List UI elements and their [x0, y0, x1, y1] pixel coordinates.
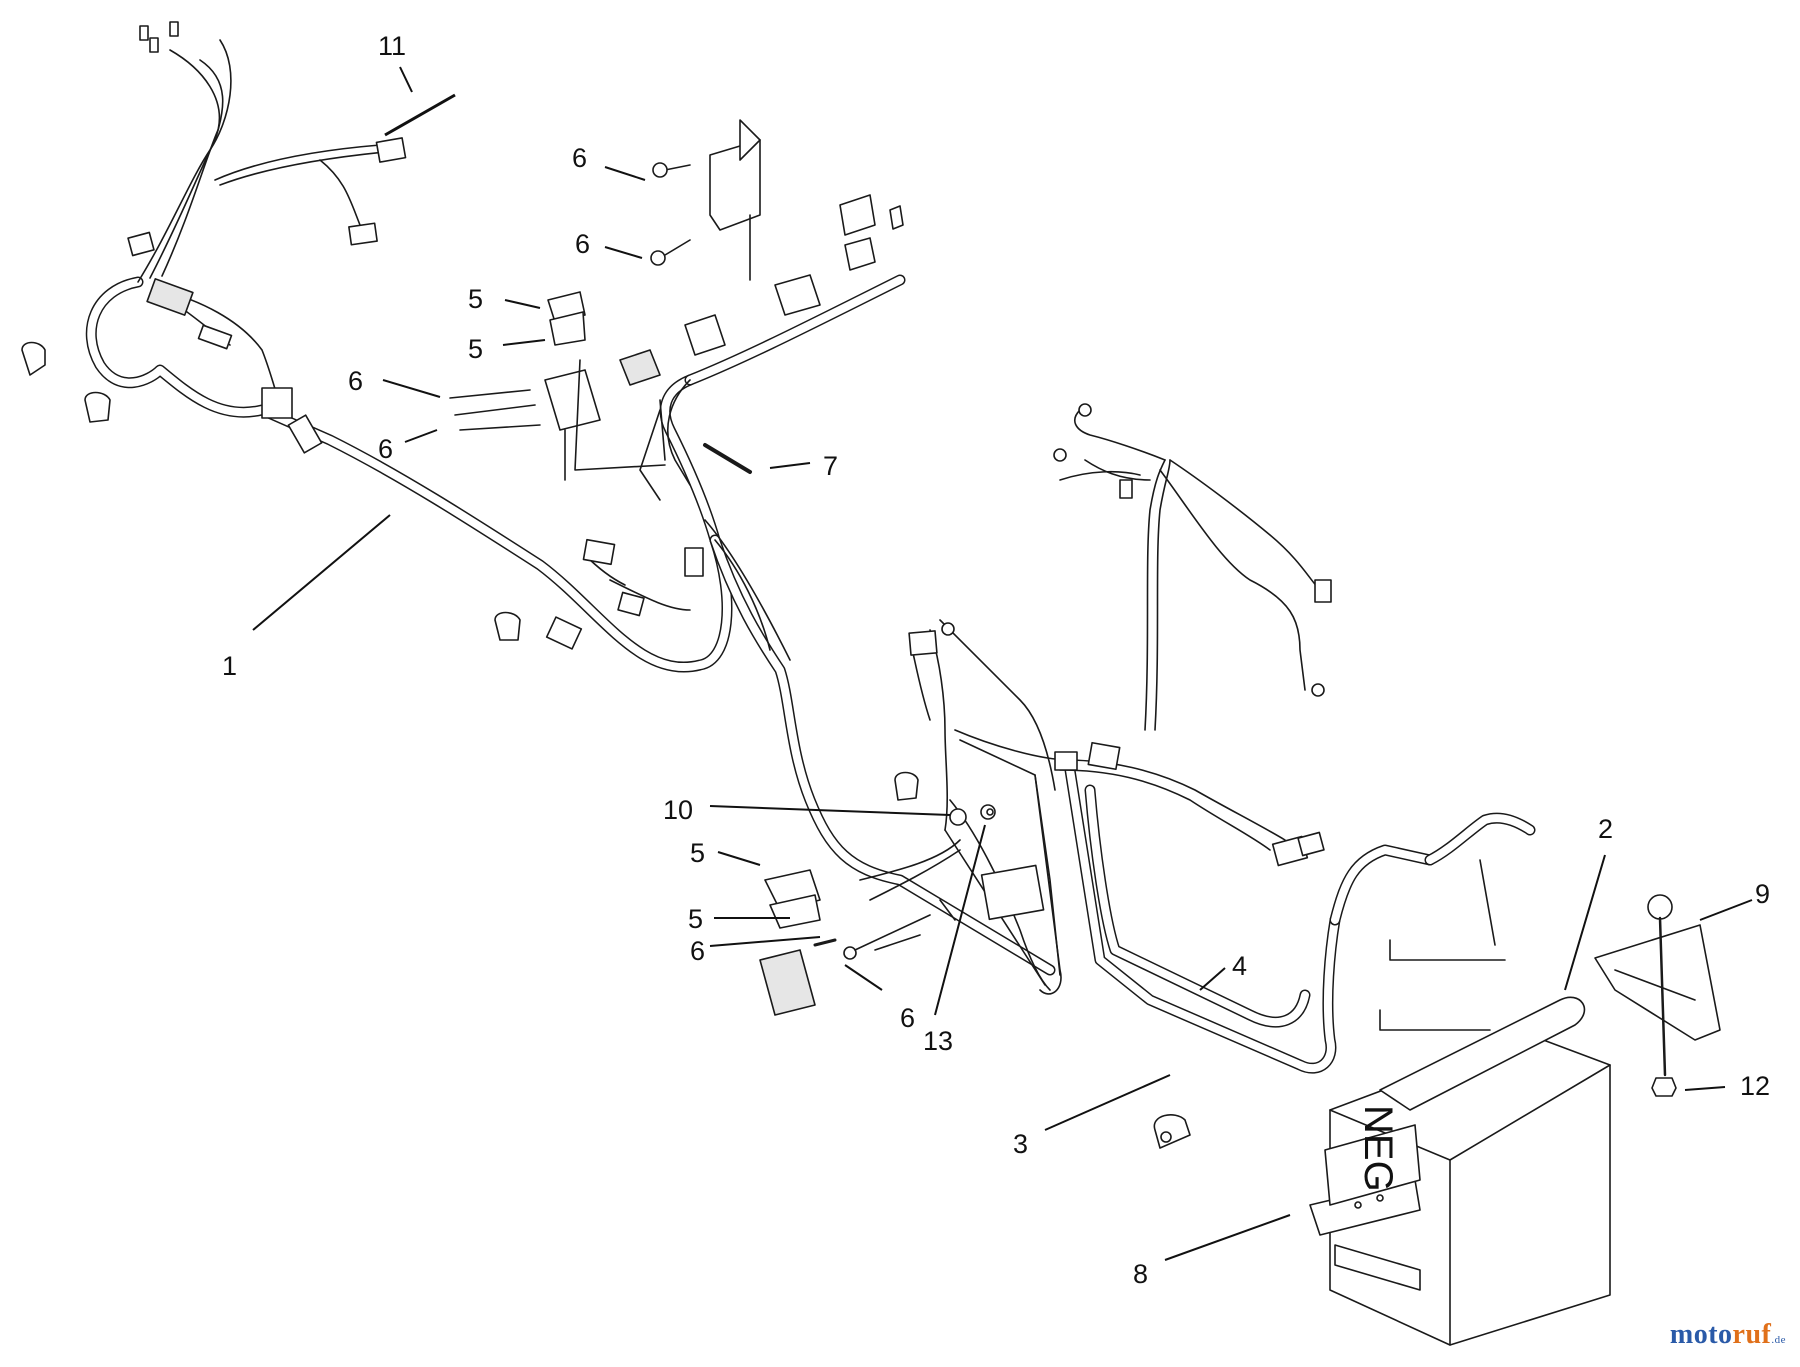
connector-housing — [839, 194, 876, 236]
cable-tie — [703, 443, 752, 474]
callout-2: 2 — [1598, 814, 1613, 844]
callout-10: 10 — [663, 795, 693, 825]
bracket-tab — [739, 119, 761, 161]
fuse-relay-block — [449, 119, 904, 481]
connector-plug — [545, 616, 583, 650]
callout-6: 6 — [348, 366, 363, 396]
callout-6: 6 — [690, 936, 705, 966]
main-wire-harness — [85, 39, 1056, 976]
ring-terminal — [1078, 403, 1092, 417]
battery-cable-loop — [859, 409, 1536, 1074]
callout-13: 13 — [923, 1026, 953, 1056]
bracket-panel — [709, 139, 761, 231]
hold-down-plate — [1594, 924, 1721, 1041]
callout-5: 5 — [688, 904, 703, 934]
callout-3: 3 — [1013, 1129, 1028, 1159]
watermark-brand-b: ruf — [1732, 1319, 1772, 1350]
cable-clip — [494, 611, 521, 641]
callout-6: 6 — [575, 229, 590, 259]
battery-cable-clamp — [1153, 1114, 1191, 1149]
lower-middle-components — [759, 403, 1332, 1149]
module-box — [980, 864, 1045, 921]
callout-5: 5 — [690, 838, 705, 868]
ring-terminal — [1119, 479, 1133, 499]
callout-12: 12 — [1740, 1071, 1770, 1101]
callout-5: 5 — [468, 334, 483, 364]
cable-clip — [21, 341, 46, 376]
battery-bracket-upright — [1324, 1124, 1421, 1206]
relay — [549, 311, 586, 346]
screw-head — [652, 162, 668, 178]
connector-plug — [684, 547, 704, 577]
switch-body — [146, 278, 194, 316]
screw-head — [650, 250, 666, 266]
connector-housing — [844, 237, 876, 271]
nut — [949, 808, 967, 826]
connector-plug — [127, 231, 155, 257]
connector-plug — [1087, 741, 1121, 771]
callout-1: 1 — [222, 651, 237, 681]
connector-plug — [582, 538, 616, 566]
callout-6: 6 — [900, 1003, 915, 1033]
callout-9: 9 — [1755, 879, 1770, 909]
hex-nut — [1651, 1077, 1677, 1097]
ring-terminal — [941, 622, 955, 636]
ring-terminal — [139, 25, 149, 41]
cable-tie-strap — [384, 93, 456, 137]
callout-labels: 11 6 6 5 5 6 6 7 1 10 5 5 6 6 13 4 2 9 1… — [222, 31, 1770, 1289]
connector-housing — [774, 274, 821, 316]
battery-hold-down-strap — [1379, 996, 1586, 1111]
battery-assembly: NEG — [1309, 894, 1721, 1346]
grommet — [261, 387, 293, 419]
washer — [843, 946, 857, 960]
connector-plug — [908, 630, 938, 656]
ring-terminal — [1053, 448, 1067, 462]
relay — [769, 894, 821, 929]
callout-6: 6 — [378, 434, 393, 464]
callout-5: 5 — [468, 284, 483, 314]
bracket-hole — [1354, 1201, 1362, 1209]
bracket-hole — [1376, 1194, 1384, 1202]
clamp-hole — [1160, 1131, 1172, 1143]
cable-clip — [894, 771, 919, 801]
callout-6: 6 — [572, 143, 587, 173]
grommet — [287, 414, 323, 454]
upper-left-components — [21, 21, 704, 650]
battery-handle-recess — [1334, 1244, 1421, 1291]
callout-4: 4 — [1232, 951, 1247, 981]
connector-plug — [197, 324, 233, 350]
battery-neg-label: NEG — [1356, 1105, 1400, 1192]
callout-7: 7 — [823, 451, 838, 481]
cable-clip — [84, 391, 111, 423]
connector-housing — [619, 349, 661, 386]
connector-plug — [375, 137, 407, 163]
watermark-brand-a: moto — [1669, 1319, 1733, 1350]
connector-plug — [1314, 579, 1332, 603]
connector-plug — [1054, 751, 1078, 771]
ring-terminal — [1311, 683, 1325, 697]
ring-terminal — [149, 37, 159, 53]
watermark-tld: .de — [1771, 1334, 1786, 1346]
carriage-bolt-head — [1647, 894, 1673, 920]
connector-housing — [684, 314, 726, 356]
connector-plug — [617, 591, 645, 617]
ring-terminal — [169, 21, 179, 37]
connector-housing — [889, 205, 904, 230]
fuse-block — [759, 949, 816, 1016]
connector-plug — [348, 222, 378, 246]
watermark-logo: motoruf.de — [1670, 1319, 1786, 1351]
callout-11: 11 — [378, 31, 406, 61]
connector-plug — [1297, 831, 1325, 857]
fuse-block — [544, 369, 601, 431]
callout-leaders — [252, 66, 1753, 1261]
washer-hole — [986, 808, 994, 816]
callout-8: 8 — [1133, 1259, 1148, 1289]
